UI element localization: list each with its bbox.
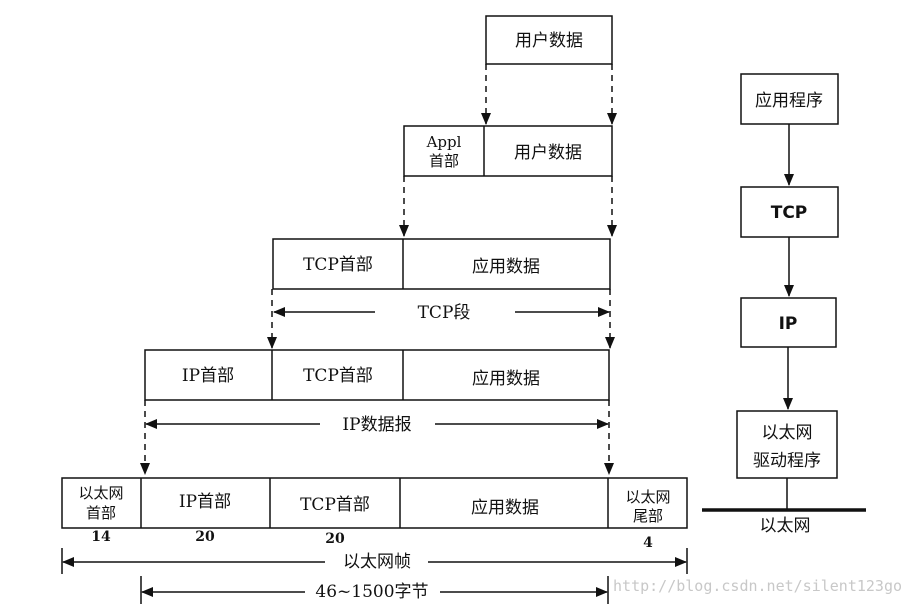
level2-user-data-label: 用户数据 [514, 143, 582, 163]
stack-ip-box: IP [740, 297, 837, 348]
stack-tcp-label: TCP [771, 203, 808, 223]
level3-segment: TCP首部 应用数据 [272, 238, 611, 290]
level2-appl-header-line1: Appl [426, 133, 462, 151]
eth-header-line1: 以太网 [78, 484, 123, 502]
size-ip-header: 20 [195, 529, 215, 545]
eth-trailer-line1: 以太网 [625, 488, 670, 506]
stack-application-box: 应用程序 [740, 73, 839, 125]
level5-app-data-label: 应用数据 [471, 498, 539, 518]
stack-driver-line1: 以太网 [762, 423, 813, 443]
stack-tcp-box: TCP [740, 186, 839, 238]
size-eth-trailer: 4 [643, 535, 653, 551]
level4-tcp-header-label: TCP首部 [303, 366, 373, 386]
tcp-segment-label: TCP段 [418, 303, 471, 323]
level4-ip-header-label: IP首部 [182, 366, 234, 386]
eth-header-line2: 首部 [86, 504, 116, 522]
ip-datagram-label: IP数据报 [342, 415, 411, 435]
level4-app-data-label: 应用数据 [472, 369, 540, 389]
level1-user-data-box: 用户数据 [485, 15, 613, 65]
stack-ethernet-label: 以太网 [760, 516, 811, 536]
payload-span-label: 46~1500字节 [315, 582, 428, 602]
level1-user-data-label: 用户数据 [515, 31, 583, 51]
level5-ethernet-frame: 以太网 首部 IP首部 TCP首部 应用数据 以太网 尾部 [61, 477, 688, 529]
level5-ip-header-label: IP首部 [179, 492, 231, 512]
level2-appl-header-line2: 首部 [429, 152, 459, 170]
stack-driver-box: 以太网 驱动程序 [736, 410, 838, 479]
level4-datagram: IP首部 TCP首部 应用数据 [144, 349, 610, 401]
stack-driver-line2: 驱动程序 [753, 451, 821, 471]
stack-ip-label: IP [779, 314, 798, 334]
size-eth-header: 14 [91, 529, 111, 545]
size-tcp-header: 20 [325, 531, 345, 547]
stack-application-label: 应用程序 [755, 91, 823, 111]
level5-tcp-header-label: TCP首部 [300, 495, 370, 515]
frame-span-label: 以太网帧 [343, 552, 411, 572]
eth-trailer-line2: 尾部 [633, 507, 663, 525]
level3-tcp-header-label: TCP首部 [303, 255, 373, 275]
level3-app-data-label: 应用数据 [472, 257, 540, 277]
watermark: http://blog.csdn.net/silent123go [613, 577, 902, 595]
level2-segment: Appl 首部 用户数据 [403, 125, 613, 177]
